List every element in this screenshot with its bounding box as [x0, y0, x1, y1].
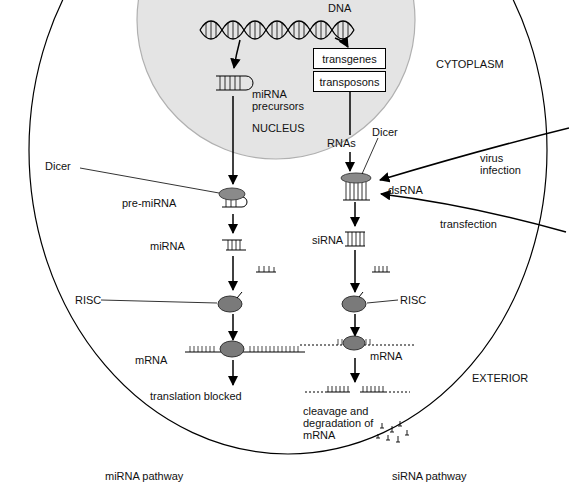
diagram-label: virus infection	[480, 152, 542, 176]
diagram-label: DNA	[328, 2, 351, 14]
diagram-label: Dicer	[45, 160, 71, 172]
diagram-label: cleavage and degradation of mRNA	[303, 405, 403, 441]
region-label: CYTOPLASM	[436, 58, 504, 70]
diagram-label: pre-miRNA	[122, 197, 176, 209]
diagram-label: EXTERIOR	[472, 372, 528, 384]
diagram-label: mRNA	[135, 354, 167, 366]
diagram-label: miRNA	[150, 240, 185, 252]
diagram-label: RISC	[400, 294, 426, 306]
diagram-label: translation blocked	[150, 390, 242, 402]
diagram-label: miRNA pathway	[105, 470, 183, 482]
diagram-label: mRNA	[370, 350, 402, 362]
gene-box: transgenes	[313, 48, 386, 69]
diagram-label: Dicer	[372, 126, 398, 138]
diagram-label: miRNA precursors	[252, 88, 314, 112]
diagram-label: RNAs	[327, 137, 356, 149]
region-label: NUCLEUS	[252, 122, 305, 134]
gene-box: transposons	[313, 71, 386, 92]
box-label: transgenes	[322, 53, 376, 65]
diagram-label: transfection	[440, 218, 497, 230]
diagram-label: dsRNA	[388, 184, 423, 196]
box-label: transposons	[320, 76, 380, 88]
diagram-label: siRNA	[312, 234, 343, 246]
diagram-label: RISC	[75, 294, 101, 306]
diagram-label: siRNA pathway	[392, 470, 467, 482]
